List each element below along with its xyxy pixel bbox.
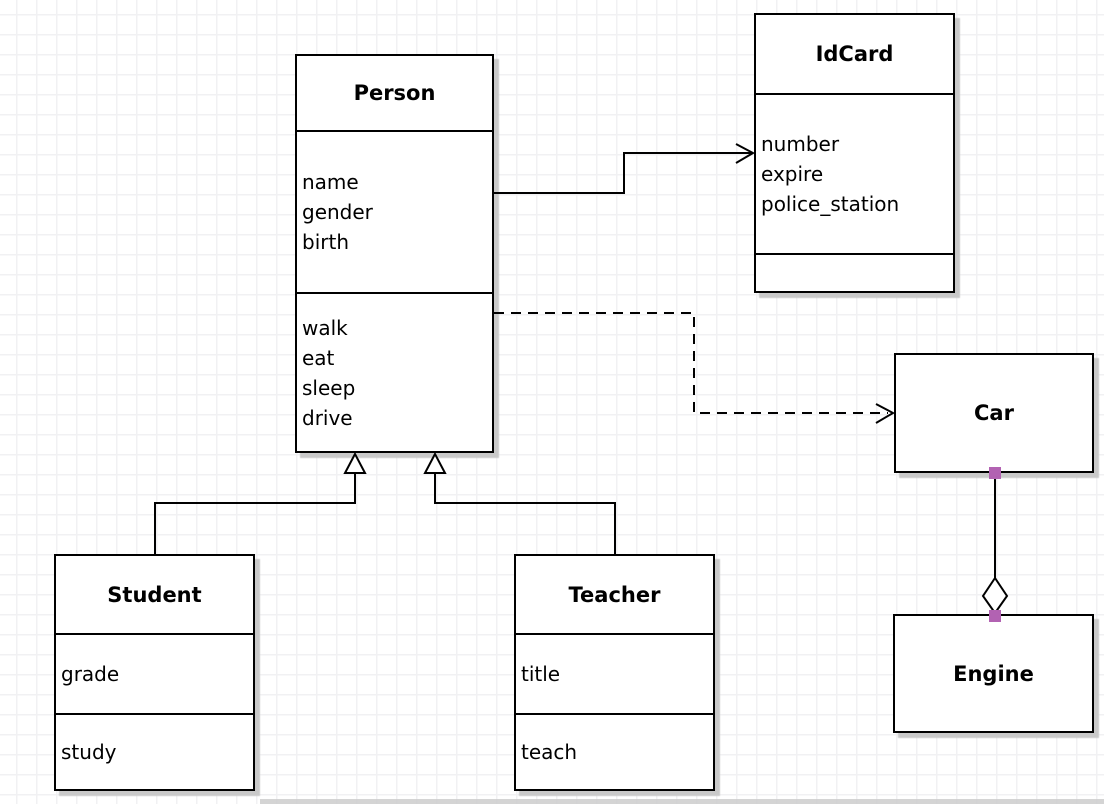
attribute: police_station (761, 192, 900, 216)
class-teacher-title: Teacher (568, 582, 661, 607)
class-car-title: Car (974, 401, 1014, 425)
class-teacher[interactable]: Teacher title teach (514, 554, 715, 791)
class-car[interactable]: Car (894, 353, 1094, 473)
generalization-student-person[interactable] (154, 451, 367, 554)
method: study (61, 740, 117, 764)
class-engine[interactable]: Engine (893, 614, 1094, 733)
class-person-attributes: name gender birth (297, 130, 492, 292)
attribute: number (761, 132, 840, 156)
class-idcard-methods-empty (756, 253, 953, 291)
attribute: title (521, 662, 561, 686)
hollow-triangle-icon (343, 451, 367, 474)
page-edge-shadow (260, 799, 1104, 804)
class-student-attributes: grade (56, 633, 253, 713)
attribute: gender (302, 200, 373, 224)
attribute: birth (302, 230, 349, 254)
class-student-title: Student (107, 582, 202, 607)
hollow-triangle-icon (423, 451, 447, 474)
class-teacher-attributes: title (516, 633, 713, 713)
class-engine-title: Engine (953, 661, 1034, 686)
attribute: expire (761, 162, 824, 186)
association-person-idcard[interactable] (494, 143, 756, 194)
hollow-diamond-icon (981, 576, 1009, 615)
generalization-teacher-person[interactable] (423, 451, 616, 554)
dependency-person-car[interactable] (494, 312, 896, 424)
class-idcard-attributes: number expire police_station (756, 93, 953, 253)
class-idcard[interactable]: IdCard number expire police_station (754, 13, 955, 293)
method: walk (302, 315, 348, 340)
method: teach (521, 740, 578, 764)
class-person-title: Person (353, 81, 436, 105)
open-arrowhead-icon (875, 403, 896, 424)
method: sleep (302, 375, 356, 400)
class-person-methods: walk eat sleep drive (297, 292, 492, 451)
class-person[interactable]: Person name gender birth walk eat sleep … (295, 54, 494, 453)
class-student-methods: study (56, 713, 253, 789)
attribute: name (302, 170, 359, 194)
class-idcard-title: IdCard (815, 42, 894, 66)
method: eat (302, 345, 335, 370)
method: drive (302, 405, 353, 430)
open-arrowhead-icon (735, 143, 756, 164)
attribute: grade (61, 662, 120, 686)
aggregation-car-engine[interactable] (981, 467, 1009, 622)
class-student[interactable]: Student grade study (54, 554, 255, 791)
class-teacher-methods: teach (516, 713, 713, 789)
